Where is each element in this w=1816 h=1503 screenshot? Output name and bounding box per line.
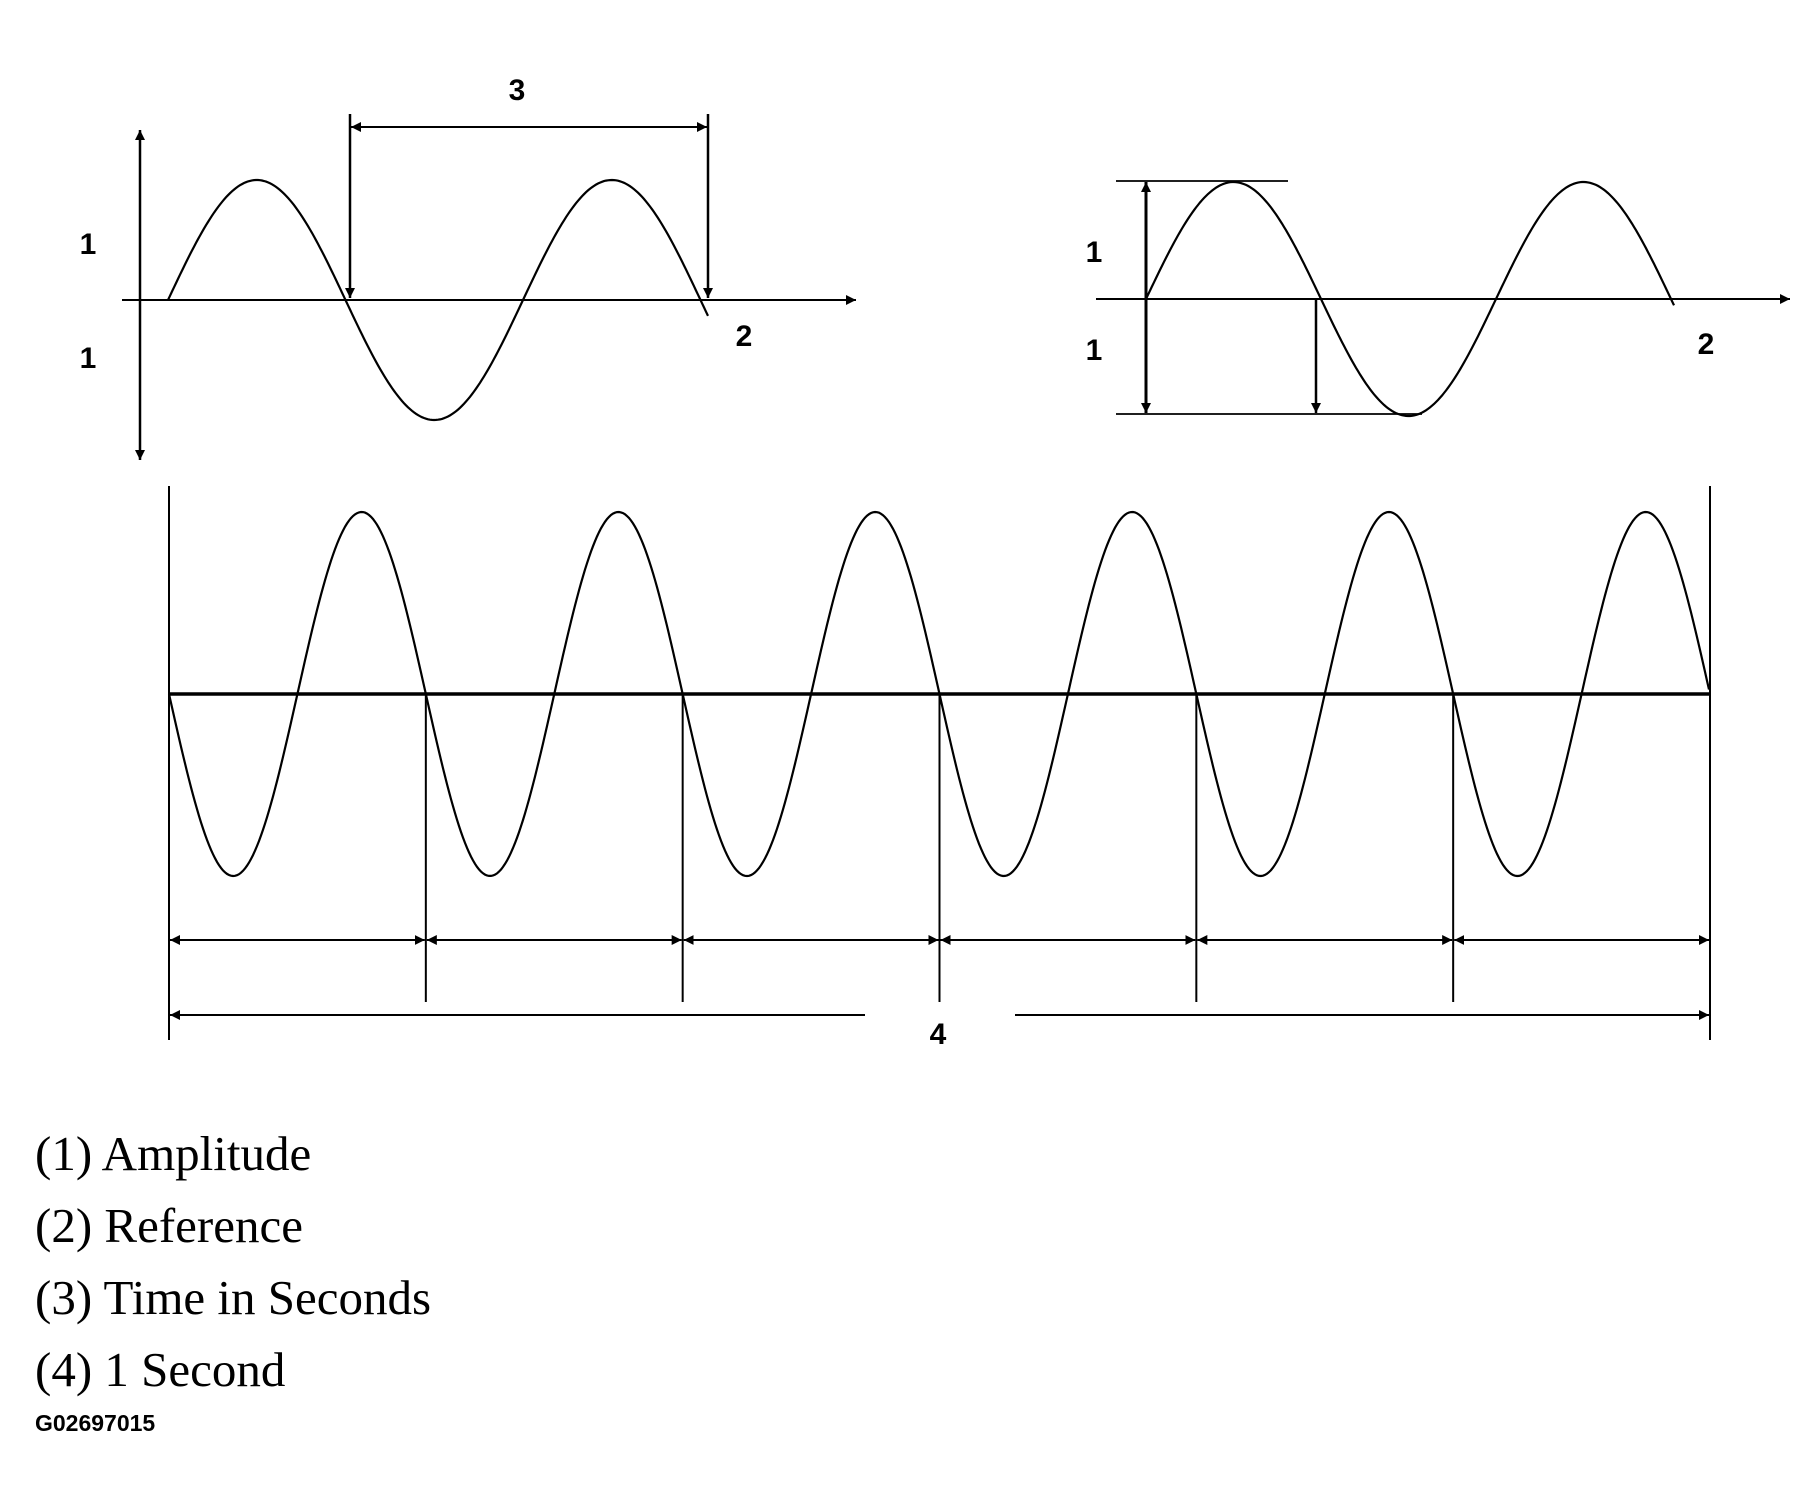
top-right-waveform: 1 1 2 — [1086, 180, 1790, 418]
legend: (1) Amplitude (2) Reference (3) Time in … — [35, 1118, 431, 1406]
label-amplitude-top: 1 — [80, 228, 97, 261]
legend-item-amplitude: (1) Amplitude — [35, 1126, 312, 1181]
label-reference-right: 2 — [1698, 328, 1715, 361]
label-reference: 2 — [736, 320, 753, 353]
figure-id: G02697015 — [35, 1410, 156, 1436]
label-time-in-seconds: 3 — [509, 74, 526, 107]
label-amplitude-bottom: 1 — [80, 342, 97, 375]
top-left-sine-wave — [167, 178, 709, 422]
legend-item-reference: (2) Reference — [35, 1198, 303, 1253]
bottom-waveform: 4 — [167, 486, 1711, 1051]
legend-item-time-in-seconds: (3) Time in Seconds — [35, 1270, 432, 1325]
label-amplitude-upper: 1 — [1086, 236, 1103, 269]
label-amplitude-lower: 1 — [1086, 334, 1103, 367]
legend-item-one-second: (4) 1 Second — [35, 1342, 286, 1397]
cycle-dividers — [424, 694, 1455, 1002]
top-right-sine-wave — [1145, 180, 1675, 418]
top-left-waveform: 3 1 1 2 — [80, 74, 856, 460]
label-one-second: 4 — [930, 1018, 947, 1051]
bottom-sine-wave — [167, 510, 1711, 878]
